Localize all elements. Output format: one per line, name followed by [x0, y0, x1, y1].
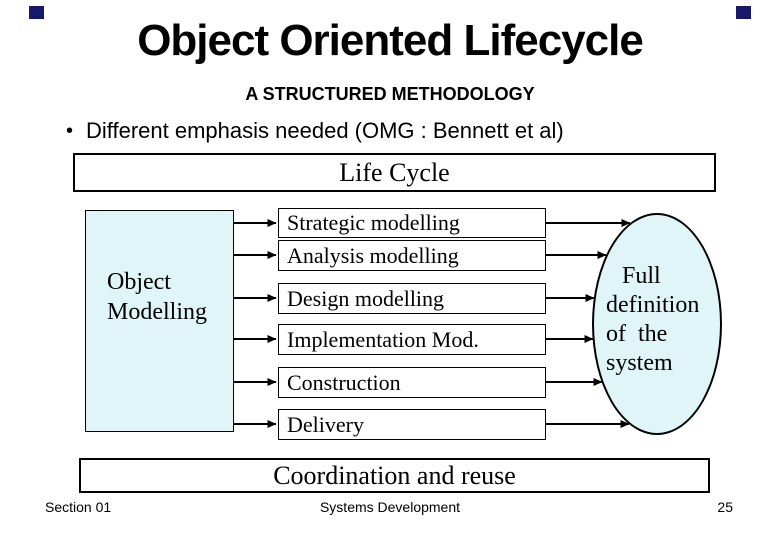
- stage-box-delivery: Delivery: [278, 409, 546, 440]
- stage-label: Delivery: [287, 411, 364, 437]
- full-definition-label: Full definition of the system: [606, 262, 699, 378]
- stage-box-design-modelling: Design modelling: [278, 283, 546, 314]
- corner-accent-right: [736, 6, 751, 19]
- page-title: Object Oriented Lifecycle: [137, 16, 644, 65]
- bullet-line: • Different emphasis needed (OMG : Benne…: [66, 118, 564, 144]
- stage-label: Analysis modelling: [287, 242, 459, 268]
- full-definition-ellipse: [592, 213, 722, 435]
- coordination-box: Coordination and reuse: [79, 458, 710, 493]
- footer-page-number: 25: [717, 499, 733, 515]
- object-modelling-box: Object Modelling: [85, 210, 234, 432]
- stage-box-construction: Construction: [278, 367, 546, 398]
- bullet-text: Different emphasis needed (OMG : Bennett…: [86, 118, 564, 143]
- stage-label: Implementation Mod.: [287, 326, 479, 352]
- object-modelling-label-line1: Object: [107, 269, 171, 295]
- bullet-icon: •: [66, 120, 74, 142]
- full-definition-line3: of the: [606, 321, 668, 347]
- object-modelling-label-line2: Modelling: [107, 299, 207, 325]
- coordination-label: Coordination and reuse: [273, 460, 516, 490]
- full-definition-line2: definition: [606, 292, 700, 318]
- full-definition-line4: system: [606, 350, 673, 376]
- corner-accent-left: [29, 6, 44, 19]
- stage-label: Strategic modelling: [287, 210, 460, 235]
- stage-box-analysis-modelling: Analysis modelling: [278, 240, 546, 271]
- slide-subtitle: A STRUCTURED METHODOLOGY: [245, 84, 535, 104]
- life-cycle-label: Life Cycle: [339, 157, 450, 187]
- footer-section: Section 01: [45, 499, 112, 515]
- full-definition-line1: Full: [622, 263, 661, 289]
- stage-box-implementation-mod: Implementation Mod.: [278, 324, 546, 355]
- life-cycle-box: Life Cycle: [73, 153, 716, 192]
- footer-title: Systems Development: [319, 499, 461, 515]
- stage-box-strategic-modelling: Strategic modelling: [278, 208, 546, 238]
- stage-label: Design modelling: [287, 285, 445, 311]
- stage-label: Construction: [287, 369, 401, 395]
